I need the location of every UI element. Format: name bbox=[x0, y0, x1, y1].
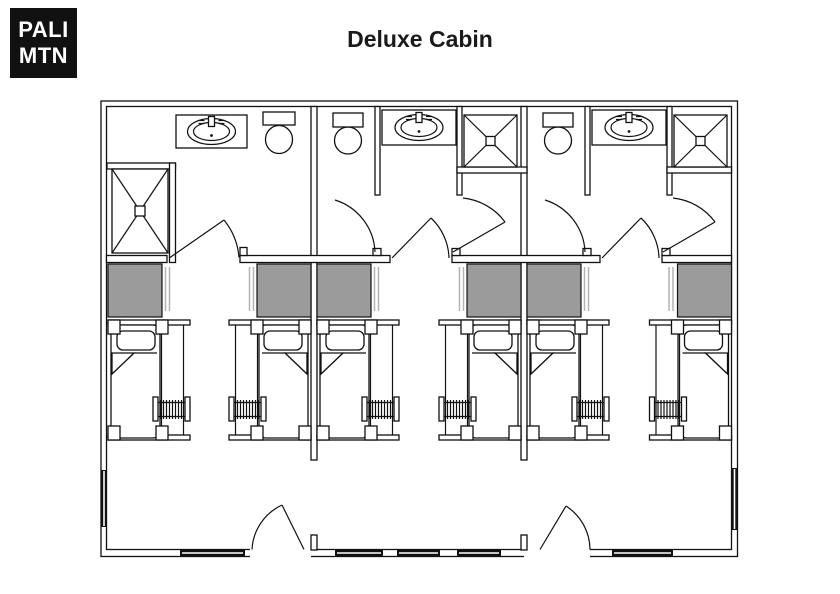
page-title: Deluxe Cabin bbox=[347, 26, 493, 52]
bathroom-2 bbox=[332, 109, 528, 259]
logo-line-1: PALI bbox=[18, 17, 69, 42]
wardrobe-5 bbox=[526, 263, 582, 318]
shower-icon bbox=[106, 162, 177, 264]
entry-opening-right bbox=[524, 547, 590, 559]
bathroom-3 bbox=[542, 109, 733, 259]
wardrobe-2 bbox=[256, 263, 312, 318]
toilet-icon bbox=[262, 111, 296, 155]
toilet-icon bbox=[332, 112, 364, 155]
wardrobe-1 bbox=[107, 263, 163, 318]
entry-door-right bbox=[539, 505, 591, 550]
windows bbox=[101, 468, 738, 556]
shower-icon bbox=[666, 114, 733, 174]
partition-wall-2 bbox=[520, 105, 528, 461]
bathroom-2-doors bbox=[334, 197, 506, 259]
entry-opening-left bbox=[250, 547, 311, 559]
wardrobe-4 bbox=[466, 263, 522, 318]
wardrobes bbox=[107, 263, 733, 318]
partition-wall-1 bbox=[310, 105, 318, 461]
wardrobe-6 bbox=[676, 263, 733, 318]
bathroom-3-doors bbox=[544, 197, 716, 259]
bathroom-1 bbox=[106, 111, 296, 264]
logo: PALI MTN bbox=[10, 8, 77, 78]
shower-icon bbox=[456, 114, 528, 174]
toilet-icon bbox=[542, 112, 574, 155]
logo-line-2: MTN bbox=[18, 43, 69, 68]
exterior-walls bbox=[100, 100, 739, 558]
bathroom-1-door bbox=[169, 219, 240, 258]
wardrobe-3 bbox=[316, 263, 372, 318]
entry-door-left bbox=[251, 504, 305, 550]
